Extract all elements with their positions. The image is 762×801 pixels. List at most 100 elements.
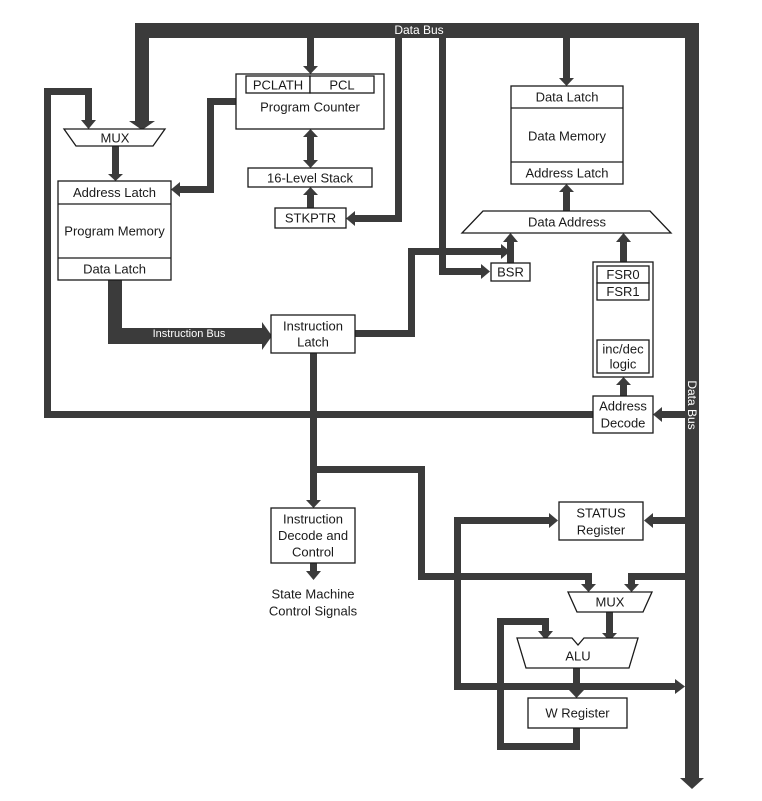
- bus-to-data-memory-wire: [563, 38, 570, 80]
- status-register-line2: Register: [577, 523, 626, 538]
- data-memory-address-latch-label: Address Latch: [525, 166, 608, 181]
- pclath-label: PCLATH: [253, 78, 303, 93]
- mux-to-address-latch-arrowhead: [108, 174, 123, 181]
- instruction-decode: Instruction Decode and Control: [270, 507, 356, 564]
- data-address-label: Data Address: [528, 215, 607, 230]
- pc-to-address-latch-arrowhead: [171, 182, 180, 197]
- to-data-address-arrowhead: [501, 244, 510, 259]
- address-decode-line2: Decode: [601, 416, 646, 431]
- alu-mux: MUX: [566, 591, 654, 613]
- program-mux: MUX: [62, 128, 167, 147]
- program-memory-label: Program Memory: [64, 224, 165, 239]
- alu: ALU: [516, 637, 639, 669]
- fsr-to-data-address-arrowhead: [616, 233, 631, 242]
- pc-stack-wire: [307, 135, 314, 162]
- stack: 16-Level Stack: [247, 167, 373, 188]
- data-bus-bottom-arrowhead: [680, 778, 704, 789]
- data-bus-mux-arrowhead: [129, 121, 155, 130]
- program-memory: Address Latch Program Memory Data Latch: [57, 180, 172, 281]
- w-register-label: W Register: [545, 706, 610, 721]
- bus-to-alu-mux-wire: [628, 573, 685, 585]
- instruction-latch-down-wire: [310, 353, 592, 585]
- status-register: STATUS Register: [558, 501, 644, 541]
- bsr-to-data-address-arrowhead: [503, 233, 518, 242]
- instruction-latch-line1: Instruction: [283, 319, 343, 334]
- program-counter: PCLATH PCL Program Counter: [235, 73, 385, 130]
- bsr-label: BSR: [497, 265, 524, 280]
- status-register-line1: STATUS: [576, 506, 626, 521]
- pc-stack-down-arrowhead: [303, 160, 318, 168]
- stack-label: 16-Level Stack: [267, 171, 353, 186]
- data-address-to-memory-wire: [563, 190, 570, 211]
- mux-to-alu-arrowhead: [602, 633, 617, 641]
- instruction-decode-line3: Control: [292, 545, 334, 560]
- stkptr: STKPTR: [274, 207, 347, 229]
- program-address-latch-label: Address Latch: [73, 185, 156, 200]
- w-to-alu-arrowhead: [538, 631, 553, 640]
- data-address-to-memory-arrowhead: [559, 184, 574, 192]
- bus-to-bsr-arrowhead: [481, 264, 490, 279]
- pc-to-address-latch-wire: [178, 98, 236, 193]
- instruction-decode-line1: Instruction: [283, 512, 343, 527]
- stkptr-label: STKPTR: [285, 211, 336, 226]
- alu-to-w-wire: [573, 668, 580, 692]
- alu-to-w-arrowhead: [569, 690, 584, 698]
- stkptr-to-stack-arrowhead: [303, 187, 318, 195]
- data-memory-data-latch-label: Data Latch: [536, 90, 599, 105]
- alu-to-bus-arrowhead: [675, 679, 685, 694]
- address-decode-to-fsr-wire: [620, 383, 627, 396]
- bus-to-status-wire: [651, 517, 685, 524]
- bus-to-pc-wire: [307, 38, 314, 68]
- data-bus-top-label: Data Bus: [394, 23, 443, 37]
- bus-to-pc-arrowhead: [303, 66, 318, 74]
- bsr-to-data-address-wire: [507, 240, 514, 263]
- instruction-latch: Instruction Latch: [270, 314, 356, 354]
- data-address: Data Address: [460, 210, 673, 234]
- bsr: BSR: [490, 262, 531, 282]
- address-decode: Address Decode: [592, 395, 654, 434]
- to-alu-mux-left-arrowhead: [581, 584, 596, 592]
- w-feedback-wire: [497, 618, 580, 750]
- to-decode-arrowhead: [306, 500, 321, 508]
- instruction-latch-to-data-address-wire: [355, 248, 503, 337]
- mux-to-alu-wire: [606, 612, 613, 638]
- alu-to-status-arrowhead: [549, 513, 558, 528]
- fsr0-label: FSR0: [606, 267, 639, 282]
- alu-label: ALU: [565, 649, 590, 664]
- fsr-block: FSR0 FSR1 inc/dec logic: [592, 261, 654, 378]
- data-bus: [135, 23, 699, 781]
- address-decode-to-mux-wire: [44, 88, 593, 418]
- pc-stack-up-arrowhead: [303, 129, 318, 137]
- address-decode-to-fsr-arrowhead: [616, 377, 631, 385]
- bus-to-data-memory-arrowhead: [559, 78, 574, 86]
- bus-to-address-decode-wire: [660, 411, 685, 418]
- program-counter-label: Program Counter: [260, 100, 360, 115]
- fsr-to-data-address-wire: [620, 240, 627, 262]
- instruction-bus-label: Instruction Bus: [153, 328, 226, 340]
- instruction-latch-line2: Latch: [297, 335, 329, 350]
- instruction-decode-line2: Decode and: [278, 528, 348, 543]
- stkptr-to-stack-wire: [307, 193, 314, 208]
- pcl-label: PCL: [329, 78, 354, 93]
- program-data-latch-label: Data Latch: [83, 262, 146, 277]
- decode-to-signals-arrowhead: [306, 571, 321, 580]
- program-mux-label: MUX: [101, 131, 130, 146]
- bus-to-stkptr-arrowhead: [346, 211, 355, 226]
- instruction-bus: [108, 280, 264, 344]
- loop-to-mux-arrowhead: [81, 120, 96, 129]
- mux-to-address-latch-wire: [112, 146, 119, 176]
- bus-to-bsr-wire: [439, 38, 483, 275]
- data-memory-label: Data Memory: [528, 129, 607, 144]
- fsr1-label: FSR1: [606, 284, 639, 299]
- data-bus-right-label: Data Bus: [685, 380, 699, 429]
- bus-to-stkptr-wire: [353, 38, 402, 222]
- bus-to-alu-mux-arrowhead: [624, 584, 639, 592]
- alu-mux-label: MUX: [596, 595, 625, 610]
- alu-output-wire: [454, 517, 677, 690]
- decode-to-signals-wire: [310, 561, 317, 573]
- instruction-bus-arrowhead: [262, 322, 272, 350]
- address-decode-line1: Address: [599, 399, 647, 414]
- bus-to-status-arrowhead: [644, 513, 653, 528]
- w-register: W Register: [527, 697, 628, 729]
